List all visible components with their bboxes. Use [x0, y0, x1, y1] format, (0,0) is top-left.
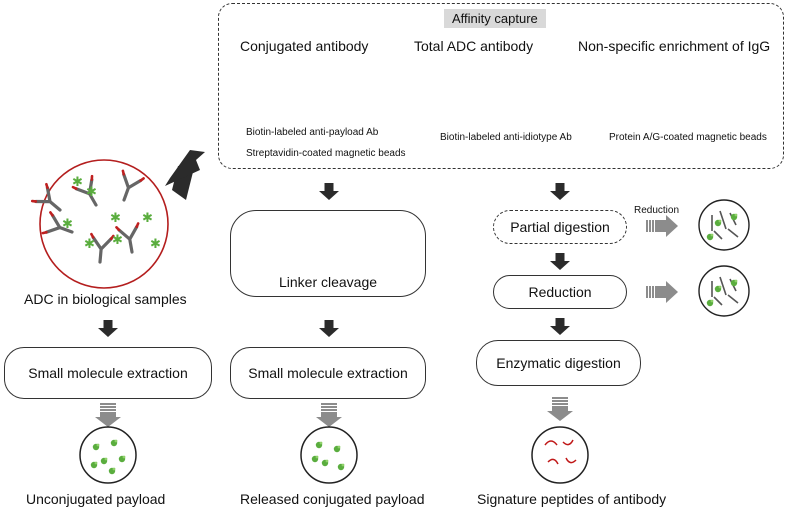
antibody-chain-fragment: [727, 228, 739, 238]
dark-down-arrow: [319, 183, 339, 200]
gray-right-arrow: [646, 215, 678, 237]
gray-down-arrow: [95, 403, 121, 427]
dark-down-arrow: [319, 320, 339, 337]
total-adc-antibody-label: Total ADC antibody: [414, 38, 534, 54]
nonspecific-igg-label: Non-specific enrichment of IgG: [578, 38, 771, 54]
dark-down-arrow: [98, 320, 118, 337]
antibody-chain-fragment: [713, 230, 723, 240]
payload-star: ✱: [62, 217, 73, 232]
dark-down-arrow: [550, 318, 570, 335]
released-payload-label: Released conjugated payload: [240, 491, 425, 507]
left-extraction-box: Small molecule extraction: [4, 347, 212, 399]
antibody-chain-fragment: [727, 294, 739, 304]
payload-star: ✱: [150, 237, 161, 252]
middle-extraction-box: Small molecule extraction: [230, 347, 426, 399]
payload-star: ✱: [110, 211, 121, 226]
conjugated-antibody-label: Conjugated antibody: [240, 38, 369, 54]
reduction-box: Reduction: [493, 275, 627, 309]
peptide-strand: [562, 439, 574, 446]
payload-star: ✱: [142, 211, 153, 226]
legend-protein-ag: Protein A/G-coated magnetic beads: [609, 132, 767, 143]
gray-down-arrow: [316, 403, 342, 427]
signature-peptides-label: Signature peptides of antibody: [477, 491, 667, 507]
unconjugated-payload-label: Unconjugated payload: [26, 491, 166, 507]
peptide-strand: [547, 458, 559, 465]
antibody-chain-fragment: [719, 276, 727, 296]
payload-star: ✱: [112, 233, 123, 248]
enzymatic-digestion-box: Enzymatic digestion: [476, 340, 641, 386]
signature-peptides-circle: [531, 426, 589, 484]
payload-star: ✱: [84, 237, 95, 252]
antibody-chain-fragment: [719, 210, 727, 230]
linker-cleavage-label: Linker cleavage: [278, 274, 378, 290]
dark-down-arrow: [550, 183, 570, 200]
adc-sample-label: ADC in biological samples: [24, 291, 187, 307]
partial-digestion-box: Partial digestion: [493, 210, 627, 244]
biological-sample-circle: [39, 159, 169, 289]
linker-cleavage-frame: Linker cleavage: [230, 210, 426, 297]
dark-down-arrow: [550, 253, 570, 270]
gray-down-arrow: [547, 397, 573, 421]
reduction-small-label: Reduction: [634, 205, 680, 216]
affinity-capture-title: Affinity capture: [444, 9, 546, 28]
unconjugated-payload-circle: [79, 426, 137, 484]
legend-biotin-idiotype: Biotin-labeled anti-idiotype Ab: [440, 132, 572, 143]
peptide-strand: [565, 457, 577, 464]
payload-star: ✱: [86, 185, 97, 200]
diagonal-arrow-head: [165, 150, 205, 186]
released-payload-circle: [300, 426, 358, 484]
peptide-strand: [544, 440, 558, 446]
gray-right-arrow: [646, 281, 678, 303]
antibody-chain-fragment: [713, 296, 723, 306]
affinity-capture-frame: [218, 3, 784, 169]
legend-biotin-payload: Biotin-labeled anti-payload Ab: [246, 127, 379, 138]
legend-streptavidin: Streptavidin-coated magnetic beads: [246, 148, 406, 159]
payload-star: ✱: [72, 175, 83, 190]
